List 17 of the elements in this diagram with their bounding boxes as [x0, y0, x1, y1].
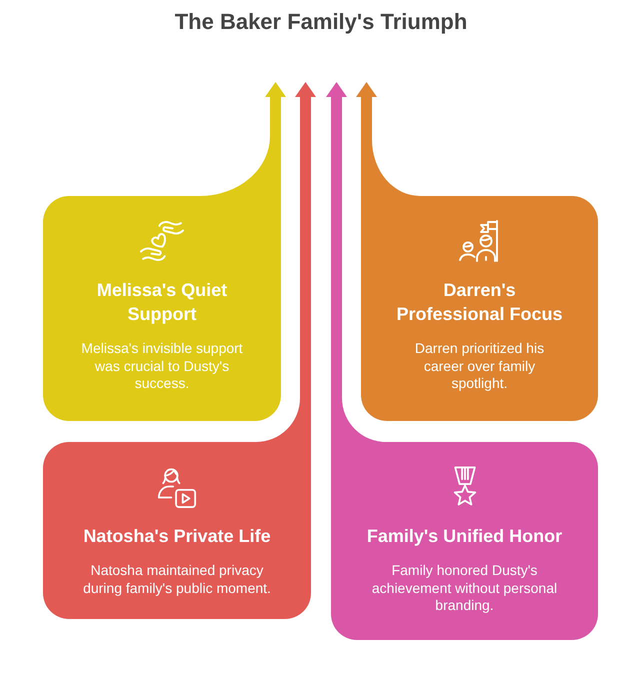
topic-card: [43, 442, 311, 619]
arrow: [265, 82, 286, 196]
card-description: Family honored Dusty's achievement without personal branding.: [370, 562, 558, 614]
topic-card: [43, 196, 281, 421]
card-heading: Darren's Professional Focus: [395, 279, 564, 326]
card-heading: Family's Unified Honor: [366, 525, 562, 548]
card-description: Melissa's invisible support was crucial to Dusty's success.: [80, 340, 244, 392]
diagram-title: The Baker Family's Triumph: [174, 8, 468, 36]
card-heading: Natosha's Private Life: [83, 525, 271, 548]
arrow: [326, 82, 347, 442]
card-description: Darren prioritized his career over family spotlight.: [414, 340, 546, 392]
card-description: Natosha maintained privacy during family's public moment.: [82, 562, 272, 597]
topic-card: [331, 442, 598, 640]
topic-card: [361, 196, 598, 421]
card-heading: Melissa's Quiet Support: [96, 279, 228, 326]
arrow: [295, 82, 316, 442]
arrow: [356, 82, 377, 196]
